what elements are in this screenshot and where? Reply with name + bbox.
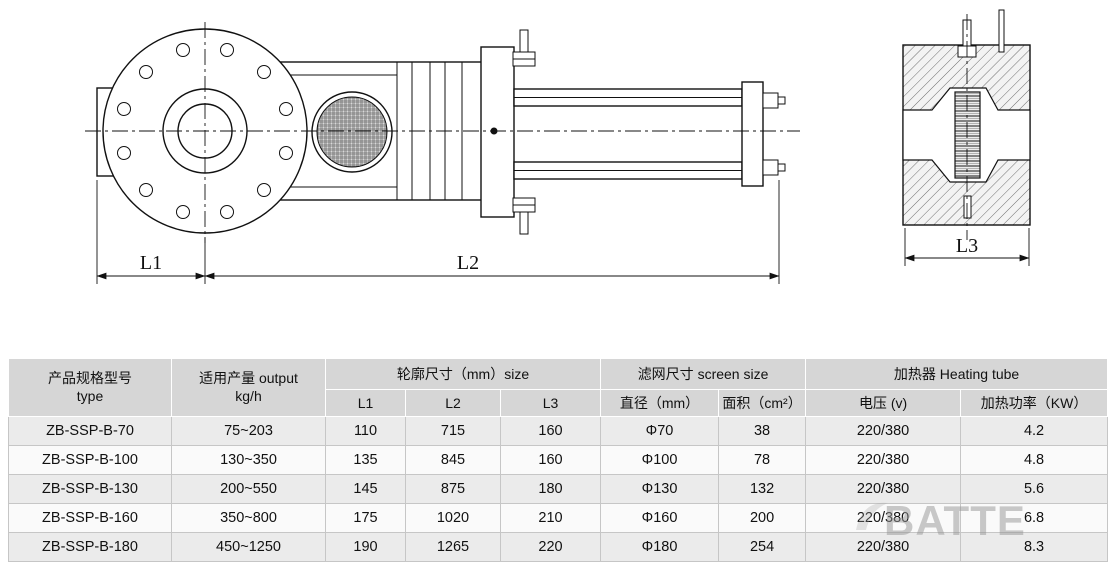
col-header-voltage: 电压 (v) [805,389,962,417]
flange-bolt-holes [117,43,293,219]
technical-drawing-svg: L1 L2 L3 [85,9,1031,284]
dim-label-l1: L1 [140,252,162,274]
col-header-model: 产品规格型号 type [8,358,172,417]
table-row: ZB-SSP-B-180 450~1250 190 1265 220 Φ180 … [8,532,1109,562]
dim-label-l3: L3 [956,235,978,257]
cell-output: 75~203 [171,416,326,446]
cell-l3: 160 [499,445,602,475]
cell-output: 200~550 [171,474,326,504]
cell-voltage: 220/380 [805,416,962,446]
cell-model: ZB-SSP-B-130 [8,474,172,504]
cell-l2: 715 [405,416,501,446]
cell-l2: 845 [405,445,501,475]
cell-area: 78 [718,445,807,475]
table-row: ZB-SSP-B-160 350~800 175 1020 210 Φ160 2… [8,503,1109,533]
col-header-model-en: type [76,387,104,404]
side-pin [998,9,1005,53]
cell-power: 4.2 [960,416,1109,446]
cell-l3: 180 [499,474,602,504]
side-bottom-stud [963,195,972,219]
cell-l1: 135 [325,445,406,475]
cell-l2: 1020 [405,503,501,533]
cell-output: 350~800 [171,503,326,533]
col-header-area: 面积（cm²） [718,389,807,417]
technical-drawing: L1 L2 L3 [85,9,1031,284]
cell-l3: 160 [499,416,602,446]
brand-watermark: BATTE [852,497,1026,545]
table-row: ZB-SSP-B-130 200~550 145 875 180 Φ130 13… [8,474,1109,504]
hydraulic-cylinder [513,81,786,187]
col-header-l3: L3 [499,389,602,417]
top-bolt [512,29,536,67]
col-header-l2: L2 [405,389,501,417]
cell-area: 254 [718,532,807,562]
cell-model: ZB-SSP-B-160 [8,503,172,533]
col-group-screen: 滤网尺寸 screen size [600,358,807,390]
col-header-model-zh: 产品规格型号 [48,370,132,386]
cell-l2: 1265 [405,532,501,562]
screen-mesh [316,96,388,168]
table-row: ZB-SSP-B-100 130~350 135 845 160 Φ100 78… [8,445,1109,475]
cell-area: 38 [718,416,807,446]
col-header-power: 加热功率（KW） [960,389,1109,417]
tie-rod-nuts [762,92,786,176]
dim-label-l2: L2 [457,252,479,274]
cell-l1: 175 [325,503,406,533]
col-header-l1: L1 [325,389,406,417]
col-header-output: 适用产量 output kg/h [171,358,326,417]
watermark-leaf-icon [852,498,890,537]
cell-l2: 875 [405,474,501,504]
cell-diameter: Φ100 [600,445,720,475]
breaker-plate [954,91,981,179]
col-header-output-unit: kg/h [235,387,262,404]
cell-model: ZB-SSP-B-180 [8,532,172,562]
bottom-bolt [512,197,536,235]
cell-model: ZB-SSP-B-100 [8,445,172,475]
front-dimensions [96,180,780,284]
cell-diameter: Φ70 [600,416,720,446]
cell-model: ZB-SSP-B-70 [8,416,172,446]
table-row: ZB-SSP-B-70 75~203 110 715 160 Φ70 38 22… [8,416,1109,446]
cell-power: 4.8 [960,445,1109,475]
cell-output: 450~1250 [171,532,326,562]
side-view [902,9,1031,240]
cell-l1: 110 [325,416,406,446]
mounting-plate [480,46,515,218]
header-row-subcolumns: L1 L2 L3 直径（mm） 面积（cm²） 电压 (v) 加热功率（KW） [9,389,1109,417]
col-group-heater: 加热器 Heating tube [805,358,1109,390]
cell-area: 132 [718,474,807,504]
cell-voltage: 220/380 [805,532,962,562]
watermark-text: BATTE [884,497,1026,544]
cell-output: 130~350 [171,445,326,475]
cell-diameter: Φ160 [600,503,720,533]
cell-l1: 145 [325,474,406,504]
cell-l3: 220 [499,532,602,562]
cell-power: 6.8 [960,503,1109,533]
header-row-groups: 产品规格型号 type 适用产量 output kg/h 轮廓尺寸（mm）siz… [8,358,1109,417]
front-view [85,22,800,243]
col-group-size: 轮廓尺寸（mm）size [324,358,602,390]
col-header-output-zh: 适用产量 output [199,370,298,386]
col-header-diameter: 直径（mm） [600,389,720,417]
cell-diameter: Φ180 [600,532,720,562]
side-dimensions [904,228,1030,266]
cylinder-end-plate [741,81,764,187]
cell-power: 8.3 [960,532,1109,562]
cell-diameter: Φ130 [600,474,720,504]
spec-table: 产品规格型号 type 适用产量 output kg/h 轮廓尺寸（mm）siz… [8,358,1109,562]
cell-l3: 210 [499,503,602,533]
cell-voltage: 220/380 [805,445,962,475]
cell-area: 200 [718,503,807,533]
cell-l1: 190 [325,532,406,562]
